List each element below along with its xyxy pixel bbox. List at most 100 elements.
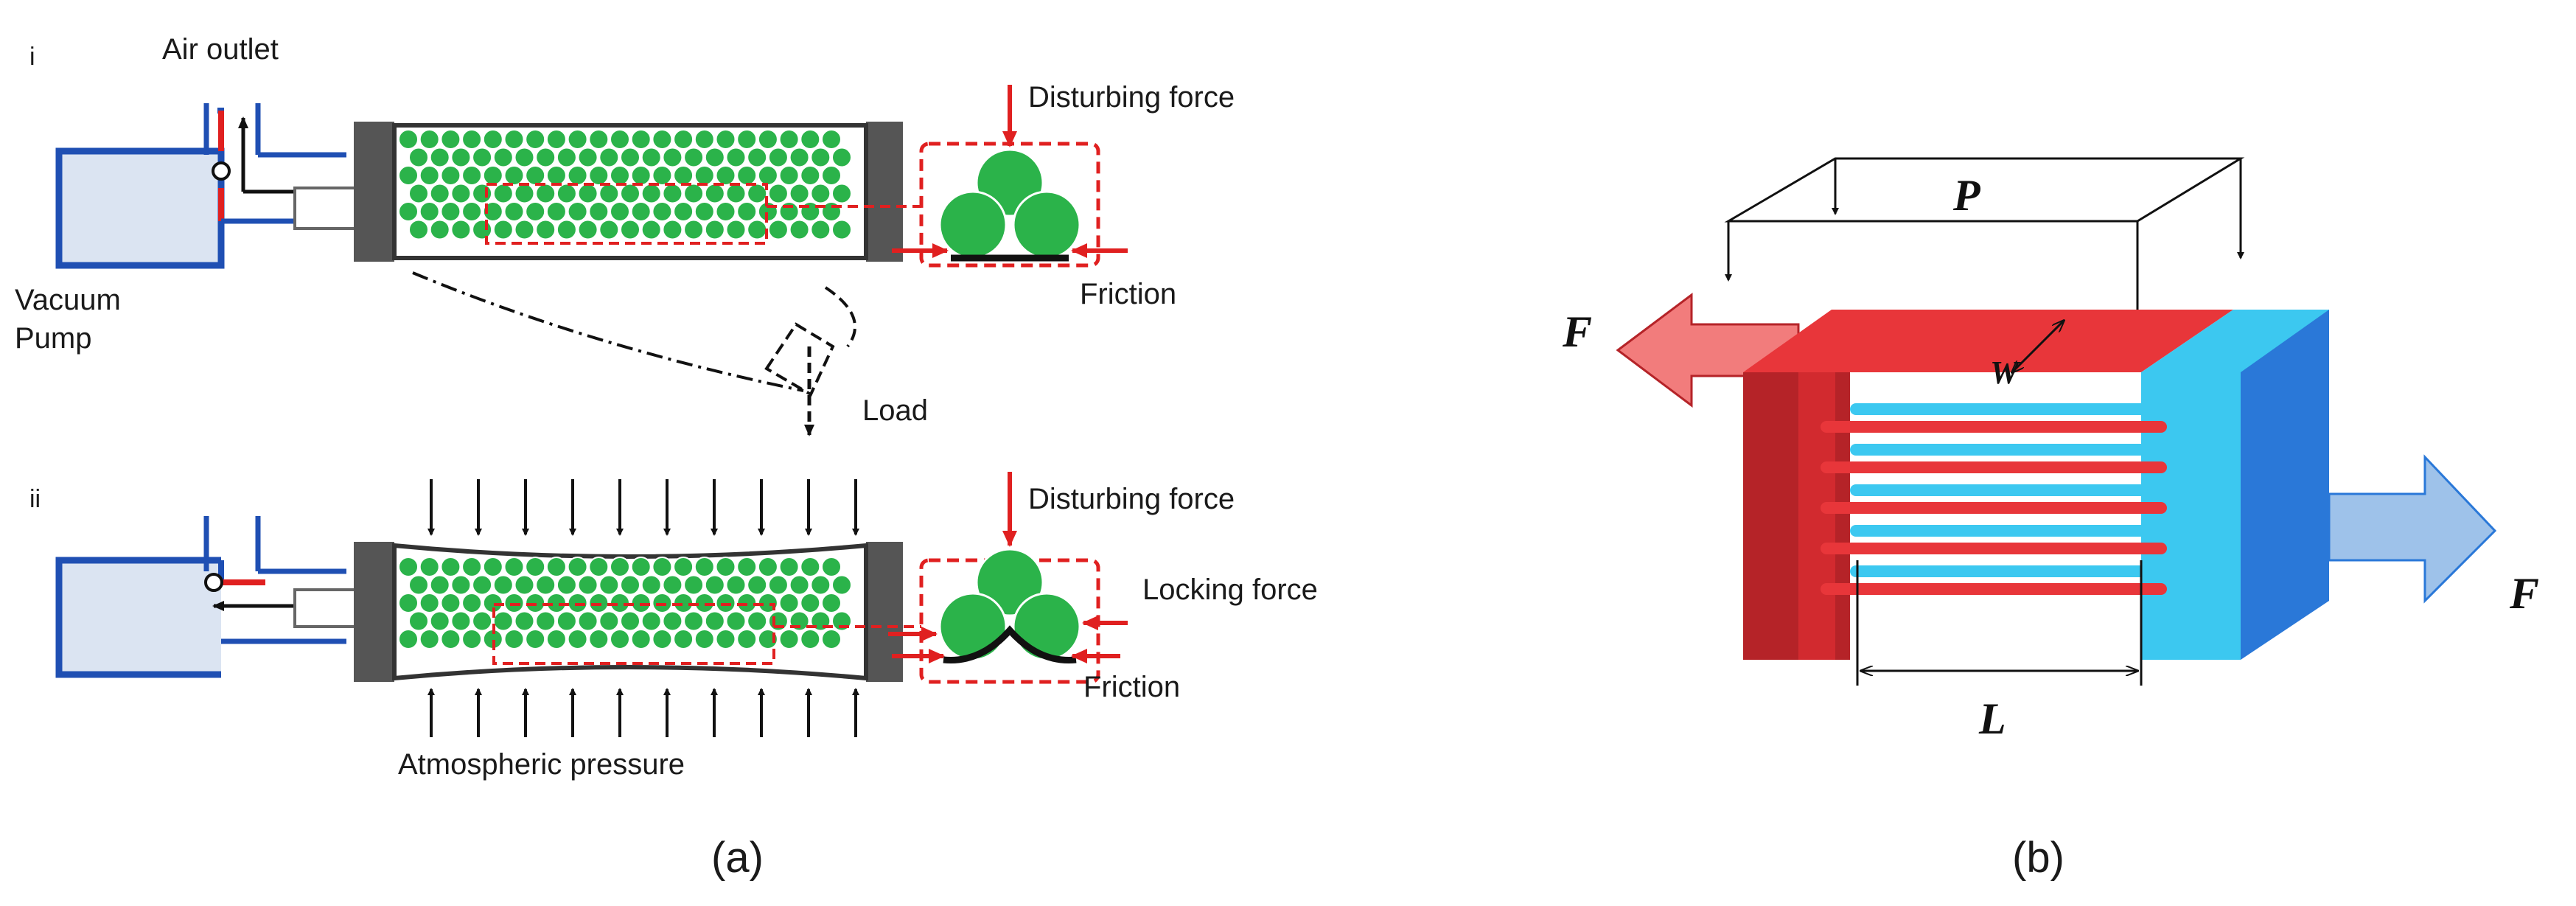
disturbing-force-label-ii: Disturbing force [1028,483,1235,515]
particle [492,219,514,240]
blue-layer [1850,525,2204,537]
row-ii-jammed-on: ii Atmospheric p [29,472,1318,781]
particle [683,574,705,596]
particle [640,610,662,632]
particle [482,557,503,577]
locking-force-label: Locking force [1142,574,1318,606]
particle [567,629,588,649]
particle [503,557,525,577]
particle [419,593,440,613]
valve-icon [204,573,223,592]
row-i-marker: i [29,43,35,71]
jamming-tube-i [354,122,921,262]
particle [461,129,483,150]
interleaved-layers [1821,403,2204,595]
particle [694,629,715,649]
particle [408,574,429,596]
particle [461,165,483,186]
particle [673,129,694,150]
particle [514,147,535,168]
particle [419,129,440,150]
particle [545,129,567,150]
particle [556,147,577,168]
particle [503,201,525,222]
particle [567,129,588,150]
particle [610,201,630,222]
inset-force-diagram-ii: Disturbing force Locking force Friction [888,472,1318,703]
particle [440,129,461,150]
piping-and-valve [203,103,359,230]
particle [610,165,630,186]
particle [821,629,842,649]
blue-layer [1850,484,2204,496]
particle [408,610,429,632]
particle [588,629,610,649]
particle [472,183,493,204]
length-label: L [1978,694,2006,743]
particle [472,219,493,240]
vacuum-pump-ii [55,516,359,678]
particle [577,610,598,632]
particle [821,201,842,222]
particle [747,147,768,168]
particle [588,129,610,150]
particle [652,201,673,222]
particle [440,165,461,186]
particle [429,610,450,632]
particle [640,574,662,596]
red-layer [1821,583,2167,595]
particle [440,557,461,577]
particle [525,165,546,186]
particle [620,574,640,596]
particle [630,201,652,222]
particle [725,219,747,240]
particle [683,147,705,168]
particle [525,557,546,577]
particle [704,574,725,596]
particle [694,557,715,577]
particle [662,183,683,204]
particle [757,557,778,577]
particle [598,219,620,240]
particle [492,610,514,632]
particle [545,201,567,222]
disturbing-force-label-i: Disturbing force [1028,81,1235,114]
particle [704,610,725,632]
particle [778,165,800,186]
particle [673,557,694,577]
blue-layer [1850,444,2204,456]
particle [577,147,598,168]
particle [725,183,747,204]
particle [398,629,419,649]
particle [620,147,640,168]
particle [747,219,768,240]
particle [525,201,546,222]
particle [556,219,577,240]
air-outlet-label: Air outlet [162,33,279,66]
particle [450,219,472,240]
particle [545,629,567,649]
particle [514,574,535,596]
particle [778,629,800,649]
particle [789,147,810,168]
particle [767,147,789,168]
particle [673,629,694,649]
particle [831,574,852,596]
inset-force-diagram-i: Disturbing force Friction [892,81,1235,310]
particle [789,219,810,240]
particle [715,129,736,150]
particle [610,129,630,150]
particle [652,557,673,577]
red-layer [1821,461,2167,473]
caption-b: (b) [2012,834,2064,882]
particle [398,557,419,577]
red-layer [1821,543,2167,554]
particle [821,593,842,613]
particle [652,165,673,186]
particle [800,629,821,649]
particle [408,219,429,240]
particle [736,201,758,222]
particle [789,574,810,596]
red-layer [1821,421,2167,433]
particle [810,219,831,240]
